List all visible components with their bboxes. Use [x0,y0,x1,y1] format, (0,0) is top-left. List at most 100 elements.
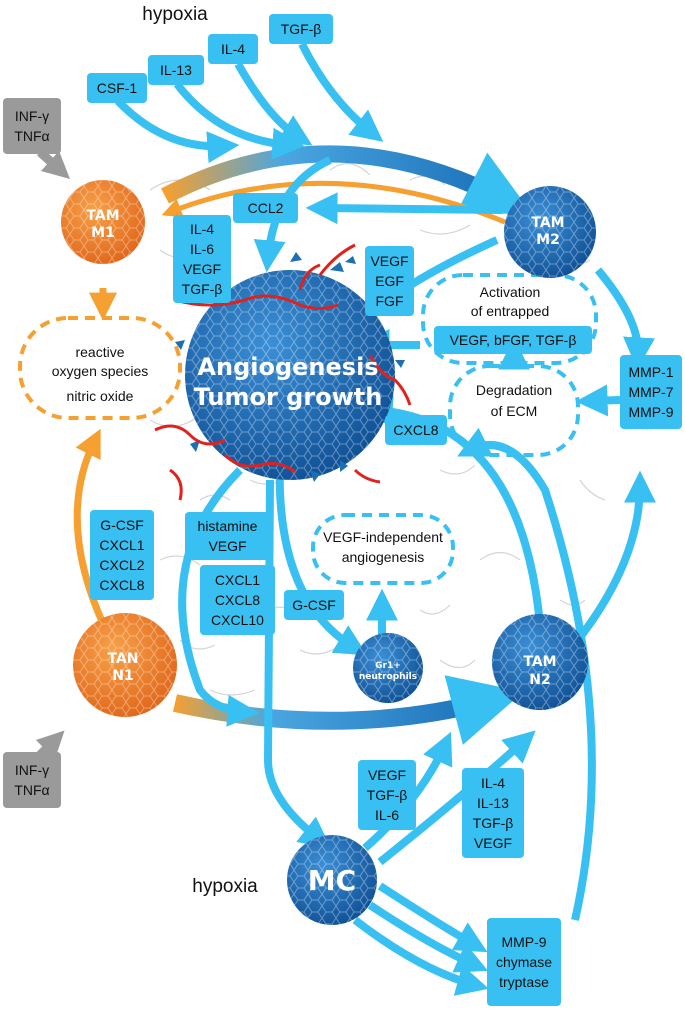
box-il4-bg [208,34,258,64]
box-mmp-group-line-1: MMP-1 [628,364,673,380]
core-title-line-2: Tumor growth [194,383,383,411]
box-ccl2-bg [233,193,298,223]
box-tgfb: TGF-β [269,14,333,44]
hypoxia-bottom-label: hypoxia [192,876,258,897]
box-mc-vegf-line-1: VEGF [368,767,406,783]
box-cxcl8: CXCL8 [385,415,447,445]
box-histamine-line-2: VEGF [208,538,246,554]
box-mmp9-group-bg [487,918,561,1006]
box-mmp-group-line-3: MMP-9 [628,404,673,420]
box-infg-bottom-line-2: TNFα [14,782,49,798]
box-mmp9-group-line-2: chymase [496,954,552,970]
box-tgfb-line-1: TGF-β [281,21,322,37]
box-m1-cytokines-line-1: IL-4 [190,221,214,237]
box-gcsf-line-1: G-CSF [292,597,336,613]
box-mc-vegf: VEGF TGF-βIL-6 [358,760,416,830]
box-m2-growth-line-2: EGF [375,273,404,289]
box-mc-vegf-bg [358,760,416,830]
box-mmp-group-bg [620,355,682,429]
box-gcsf-group-line-3: CXCL2 [99,557,144,573]
box-m2-growth: VEGF EGF FGF [365,246,414,316]
blood-vessels [154,243,412,501]
box-csf1-line-1: CSF-1 [97,80,138,96]
box-infg-top-bg [3,98,61,154]
ros-label-2: oxygen species [52,363,149,379]
tam-m2-cell: TAM M2 [504,186,596,278]
box-gcsf-group-line-4: CXCL8 [99,577,144,593]
box-mc-il4-line-3: TGF-β [473,815,514,831]
ros-label-1: reactive [75,344,124,360]
tan-n1-cell: TAN N1 [73,613,177,717]
box-mc-il4-line-4: VEGF [474,835,512,851]
tam-m1-cell: TAM M1 [61,180,145,264]
vegf-independent-label-1: VEGF-independent [323,529,443,545]
box-ccl2-line-1: CCL2 [248,200,284,216]
box-entrapped-line-1: VEGF, bFGF, TGF-β [450,332,577,348]
box-cxcl8-bg [385,415,447,445]
box-m2-growth-line-3: FGF [376,293,404,309]
m1-to-m2-arrow [161,145,533,214]
activation-label-2: of entrapped [471,303,550,319]
box-il4: IL-4 [208,34,258,64]
tan-n1-label-1: TAN [107,651,138,667]
box-entrapped-bg [434,326,592,354]
tam-m1-label-2: M1 [91,225,115,241]
box-csf1-bg [87,73,147,103]
box-gcsf-group-line-2: CXCL1 [99,537,144,553]
tam-m1-label-1: TAM [86,208,119,224]
box-mmp9-group-line-3: tryptase [499,974,549,990]
box-gcsf: G-CSF [284,590,344,620]
box-ccl2: CCL2 [233,193,298,223]
box-cxcl-group-line-1: CXCL1 [215,572,260,588]
gr1-neutrophils-cell: Gr1+ neutrophils [353,633,423,703]
box-mc-il4-line-1: IL-4 [481,775,505,791]
box-il13: IL-13 [148,55,204,85]
box-m2-growth-bg [365,246,414,316]
mc-cell: MC [287,835,377,925]
degradation-label-2: of ECM [491,403,538,419]
degradation-label-1: Degradation [476,382,552,398]
box-cxcl8-line-1: CXCL8 [393,422,438,438]
tan-n1-label-2: N1 [112,668,133,684]
box-m2-growth-line-1: VEGF [370,253,408,269]
box-m1-cytokines-bg [173,215,231,303]
tam-n2-label-2: N2 [529,672,550,688]
vegf-independent-ellipse [311,513,455,585]
hypoxia-top-label: hypoxia [142,4,208,25]
gr1-label-1: Gr1+ [375,661,401,671]
box-il4-line-1: IL-4 [221,41,245,57]
box-cxcl-group-line-2: CXCL8 [215,592,260,608]
box-gcsf-bg [284,590,344,620]
box-mmp-group-line-2: MMP-7 [628,384,673,400]
ros-label-3: nitric oxide [67,388,134,404]
box-mc-il4-bg [462,768,524,858]
box-infg-top-line-2: TNFα [14,128,49,144]
box-mmp9-group: MMP-9 chymase tryptase [487,918,561,1006]
box-mmp9-group-line-1: MMP-9 [501,934,546,950]
tam-n2-cell: TAM N2 [492,614,588,710]
box-entrapped: VEGF, bFGF, TGF-β [434,326,592,354]
box-histamine-bg [185,512,270,560]
box-cxcl-group-bg [200,565,275,635]
box-infg-top-line-1: INF-γ [15,108,49,124]
box-mc-vegf-line-2: TGF-β [367,787,408,803]
box-il13-bg [148,55,204,85]
infg-top-arrow [36,148,71,180]
orange-arrows [73,180,506,630]
box-mc-vegf-line-3: IL-6 [375,807,399,823]
gr1-label-2: neutrophils [359,672,417,682]
box-cxcl-group-line-3: CXCL10 [211,612,264,628]
box-histamine-line-1: histamine [198,518,258,534]
label-boxes: CSF-1IL-13IL-4TGF-βINF-γTNFαINF-γTNFαCCL… [3,14,682,1006]
box-m1-cytokines-line-4: TGF-β [182,281,223,297]
box-infg-bottom-line-1: INF-γ [15,762,49,778]
n1-to-n2-arrow [173,675,524,745]
